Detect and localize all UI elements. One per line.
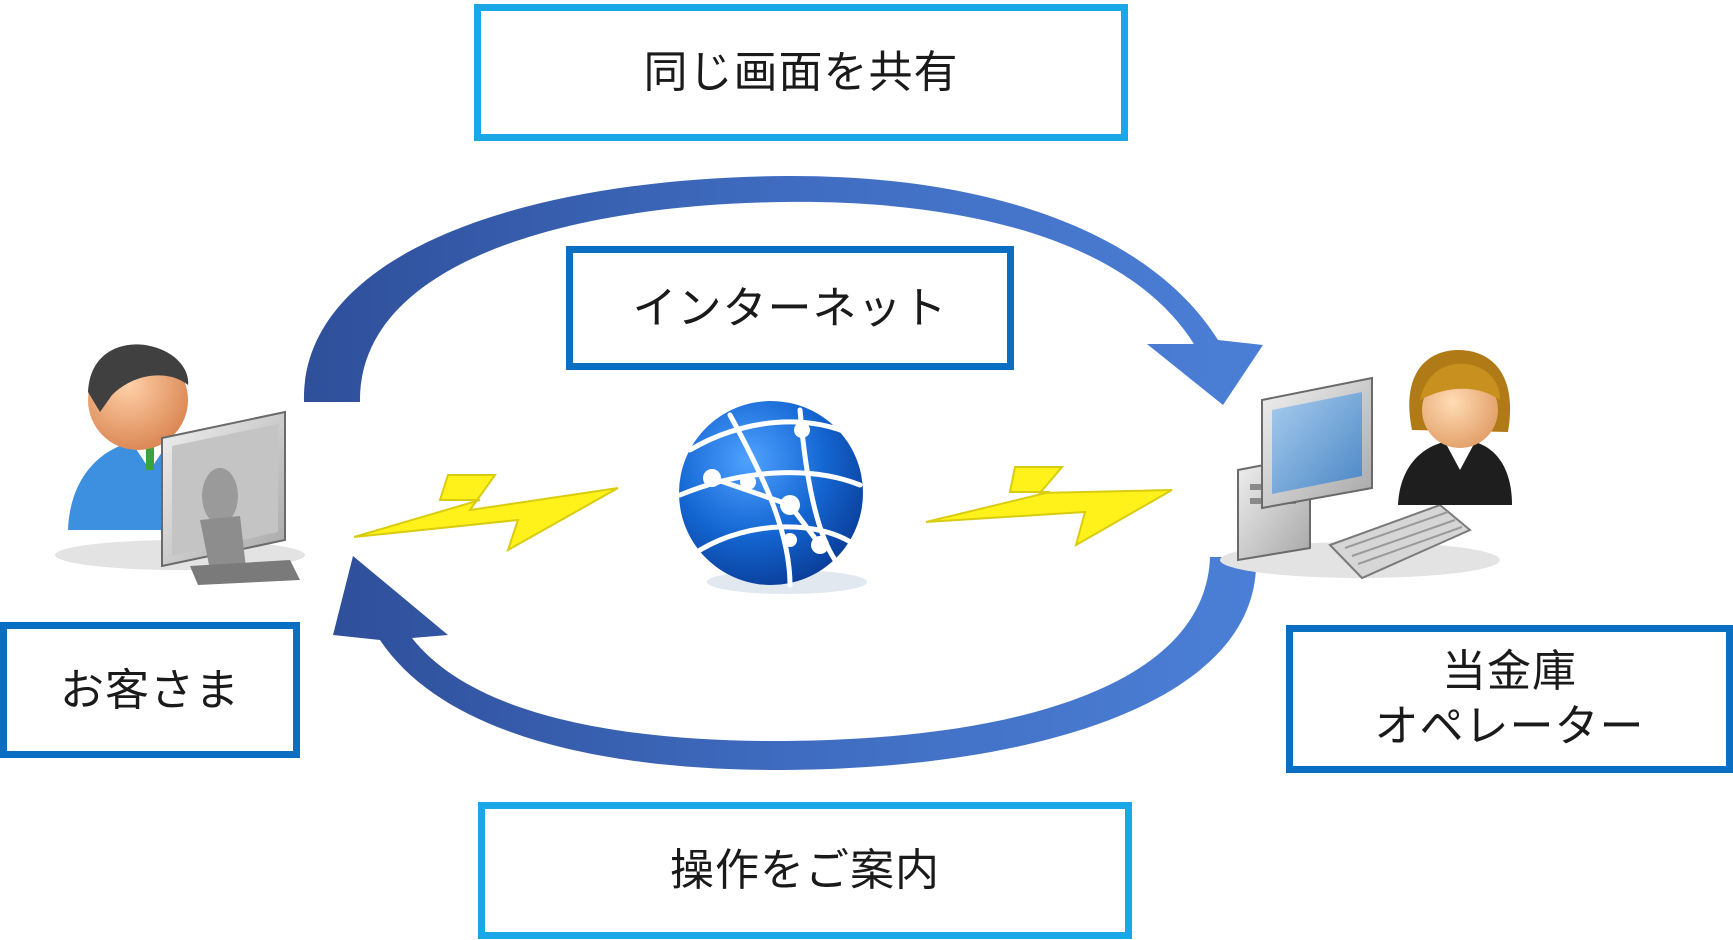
share-screen-label-box: 同じ画面を共有 <box>474 4 1128 141</box>
internet-label-box: インターネット <box>566 246 1014 370</box>
lightning-bolt-icon <box>353 474 619 553</box>
operator-label-line1: 当金庫 <box>1442 646 1577 697</box>
customer-at-pc-icon <box>55 344 305 585</box>
bottom-curved-arrow <box>333 556 1257 771</box>
operator-label-line2: オペレーター <box>1374 701 1645 752</box>
operator-at-pc-icon <box>1220 350 1512 580</box>
internet-label: インターネット <box>632 282 948 334</box>
customer-label-box: お客さま <box>0 622 300 758</box>
share-screen-label: 同じ画面を共有 <box>643 47 959 98</box>
operator-label-box: 当金庫 オペレーター <box>1286 625 1733 773</box>
lightning-bolt-icon <box>925 466 1173 548</box>
guide-operation-label-box: 操作をご案内 <box>478 802 1132 939</box>
guide-operation-label: 操作をご案内 <box>670 845 940 896</box>
customer-label: お客さま <box>60 664 240 716</box>
globe-network-icon <box>677 401 867 594</box>
